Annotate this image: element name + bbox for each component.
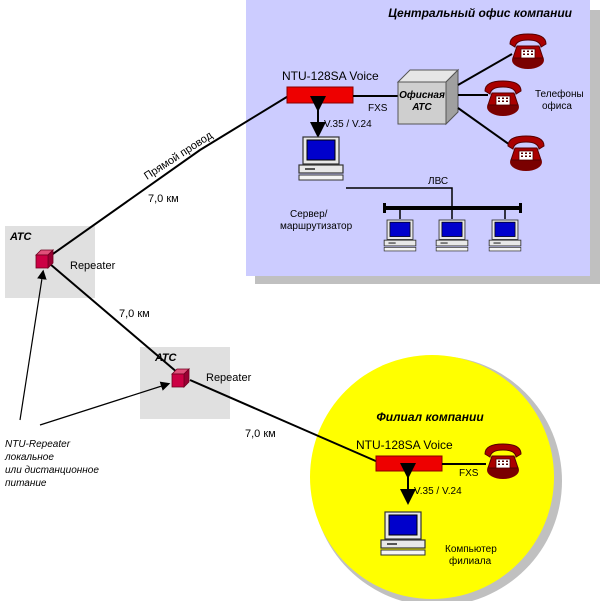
lan-pc-1-icon[interactable] xyxy=(383,219,417,252)
server-lan-link xyxy=(346,187,453,207)
pbx-phone-link-3 xyxy=(457,107,511,146)
power-note-line1: NTU-Repeater xyxy=(5,439,71,450)
power-arrow-1 xyxy=(19,269,47,421)
pbx-phone-link-1 xyxy=(457,53,513,86)
central-fxs-label: FXS xyxy=(368,103,388,114)
pbx-label-line1: Офисная xyxy=(399,89,445,101)
central-ntu-device[interactable] xyxy=(286,86,354,104)
lan-bus-end-left xyxy=(383,203,386,213)
branch-ntu-label: NTU-128SA Voice xyxy=(356,438,453,452)
server-label-line2: маршрутизатор xyxy=(280,221,353,232)
branch-computer-label-line1: Компьютер xyxy=(445,544,497,555)
exchange-label-2: АТС xyxy=(154,352,178,364)
phones-label-line1: Телефоны xyxy=(535,88,584,100)
repeater-2-icon[interactable] xyxy=(171,368,190,388)
lan-bus xyxy=(385,206,520,210)
distance-label-2: 7,0 км xyxy=(119,308,150,320)
lan-bus-end-right xyxy=(519,203,522,213)
server-label-line1: Сервер/ xyxy=(290,209,328,220)
repeater-link-2 xyxy=(189,379,379,463)
exchange-label-1: АТС xyxy=(9,231,33,243)
branch-circle xyxy=(310,355,554,599)
branch-ntu-device[interactable] xyxy=(375,455,443,472)
branch-title: Филиал компании xyxy=(376,410,484,424)
power-note-line4: питание xyxy=(5,478,47,489)
branch-computer-label-line2: филиала xyxy=(449,555,492,567)
power-note-line2: локальное xyxy=(4,452,54,463)
repeater-label-1: Repeater xyxy=(70,260,116,272)
lan-pc-3-icon[interactable] xyxy=(488,219,522,252)
power-arrow-2 xyxy=(39,381,171,426)
repeater-link-1 xyxy=(49,263,186,380)
branch-phone-icon[interactable] xyxy=(484,443,522,480)
repeater-label-2: Repeater xyxy=(206,372,252,384)
office-phone-1-icon[interactable] xyxy=(509,33,547,70)
office-phone-2-icon[interactable] xyxy=(484,80,522,117)
distance-label-1: 7,0 км xyxy=(148,193,179,205)
branch-computer-icon[interactable] xyxy=(380,511,426,556)
central-office-title: Центральный офис компании xyxy=(388,6,572,20)
office-phone-3-icon[interactable] xyxy=(507,135,545,172)
branch-fxs-label: FXS xyxy=(459,468,479,479)
office-pbx[interactable] xyxy=(396,68,460,126)
repeater-1-icon[interactable] xyxy=(35,249,54,269)
branch-interface-label: V.35 / V.24 xyxy=(414,486,462,497)
direct-wire-label: Прямой провод xyxy=(142,129,215,182)
central-interface-label: V.35 / V.24 xyxy=(324,119,372,130)
direct-wire-link xyxy=(49,94,291,257)
server-icon[interactable] xyxy=(298,136,344,181)
lan-pc-2-icon[interactable] xyxy=(435,219,469,252)
lan-label: ЛВС xyxy=(428,176,448,187)
phones-label-line2: офиса xyxy=(542,100,572,112)
power-note-line3: или дистанционное xyxy=(5,465,99,476)
distance-label-3: 7,0 км xyxy=(245,428,276,440)
pbx-label-line2: АТС xyxy=(411,102,432,113)
central-ntu-label: NTU-128SA Voice xyxy=(282,69,379,83)
